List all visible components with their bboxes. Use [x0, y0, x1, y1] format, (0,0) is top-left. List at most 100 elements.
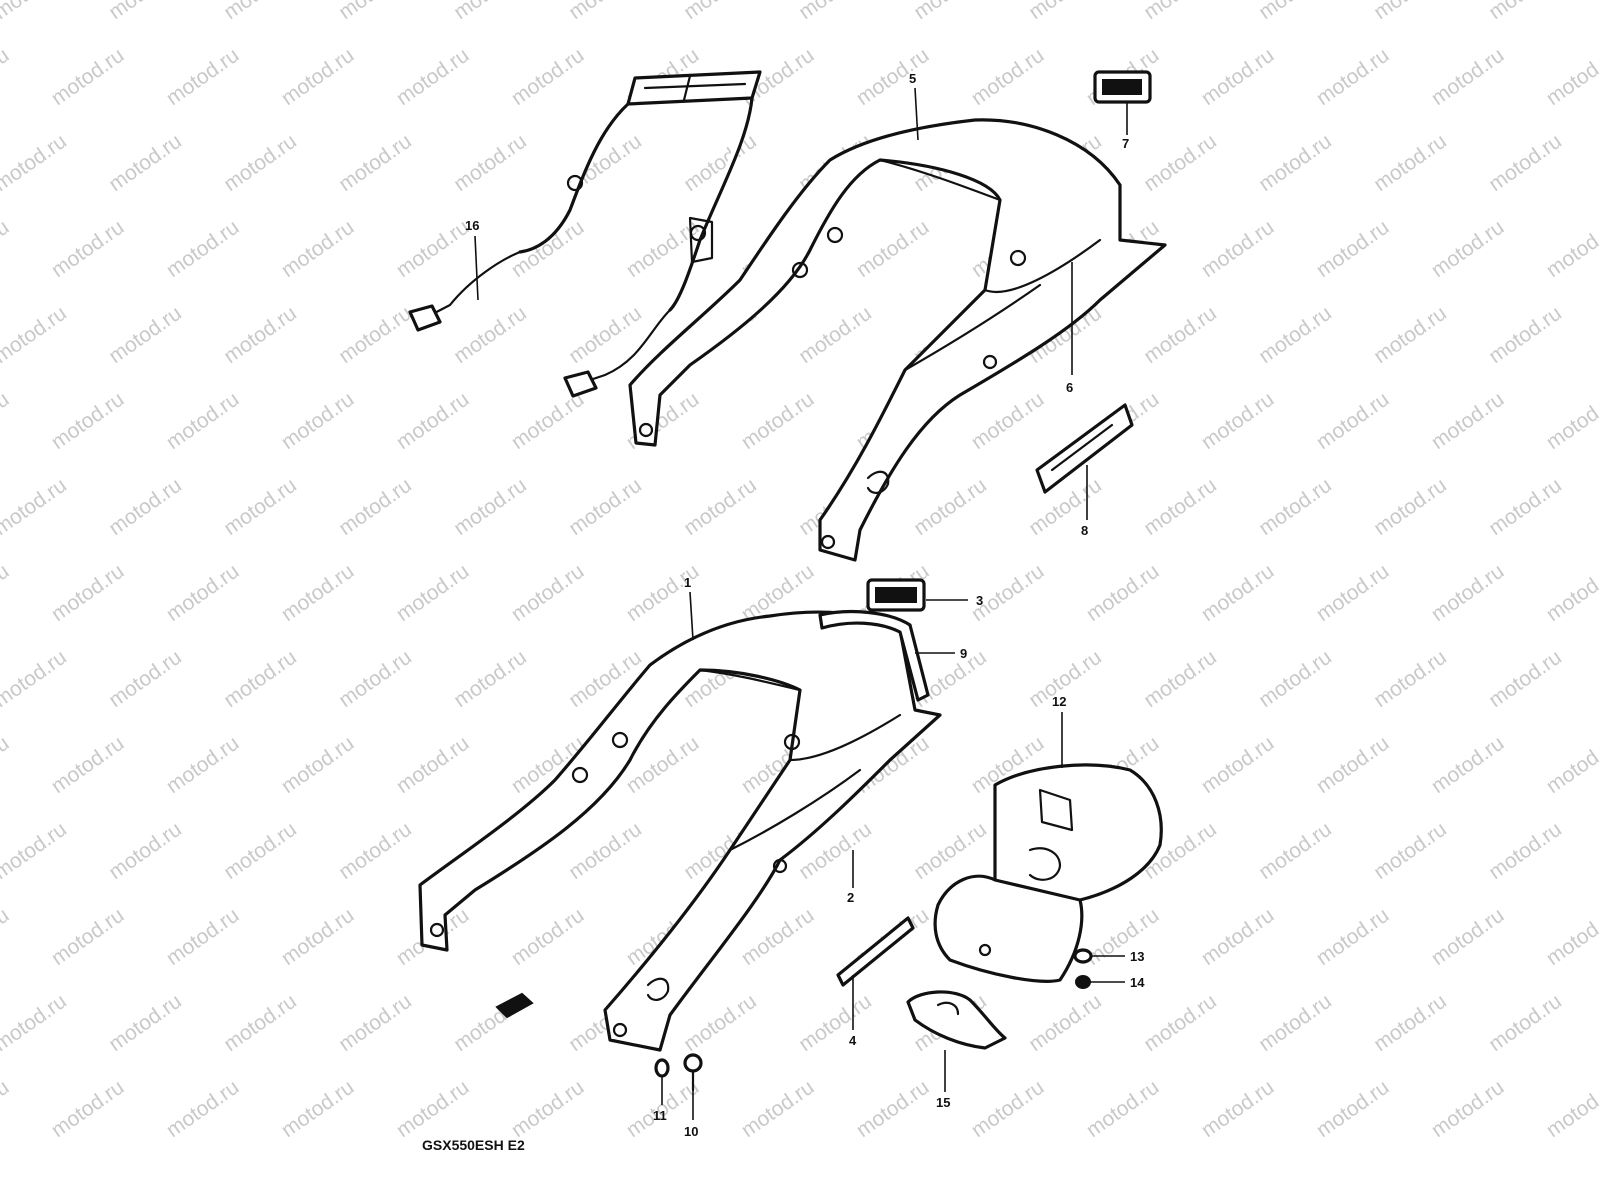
watermark-text: motod.ru: [47, 388, 128, 454]
watermark-text: motod.ru: [162, 44, 243, 110]
watermark-text: motod.ru: [1312, 44, 1393, 110]
watermark-text: motod.ru: [392, 388, 473, 454]
watermark-text: motod.ru: [277, 1076, 358, 1142]
watermark-text: motod.ru: [1197, 1076, 1278, 1142]
watermark-text: motod.ru: [162, 1076, 243, 1142]
callout-14: 14: [1130, 975, 1145, 990]
watermark-text: motod.ru: [967, 1076, 1048, 1142]
watermark-text: motod.ru: [910, 818, 991, 884]
watermark-text: motod.ru: [1370, 990, 1451, 1056]
watermark-text: motod.ru: [1542, 904, 1600, 970]
watermark-text: motod.ru: [1312, 732, 1393, 798]
watermark-text: motod.ru: [1197, 560, 1278, 626]
watermark-text: motod.ru: [1025, 474, 1106, 540]
watermark-text: motod.ru: [450, 130, 531, 196]
watermark-text: motod.ru: [0, 560, 13, 626]
part-15-cover-plate: [906, 990, 1007, 1050]
watermark-text: motod.ru: [335, 0, 416, 24]
watermark-text: motod.ru: [1025, 990, 1106, 1056]
watermark-text: motod.ru: [1542, 216, 1600, 282]
watermark-text: motod.ru: [1255, 130, 1336, 196]
watermark-text: motod.ru: [0, 44, 13, 110]
watermark-text: motod.ru: [852, 1076, 933, 1142]
part-12-lamp-housing: [933, 763, 1163, 983]
watermark-text: motod.ru: [47, 1076, 128, 1142]
watermark-text: motod.ru: [0, 216, 13, 282]
watermark-text: motod.ru: [967, 388, 1048, 454]
watermark-text: motod.ru: [1255, 646, 1336, 712]
callout-12: 12: [1052, 694, 1066, 709]
watermark-layer: motod.ru motod.ru motod.ru motod.ru motod.ru…: [0, 0, 1600, 1142]
watermark-text: motod.ru: [1427, 560, 1508, 626]
watermark-text: motod.ru: [220, 302, 301, 368]
watermark-text: motod.ru: [392, 44, 473, 110]
callout-3: 3: [976, 593, 983, 608]
part-3-emblem: [866, 578, 926, 612]
watermark-text: motod.ru: [220, 646, 301, 712]
watermark-text: motod.ru: [450, 0, 531, 24]
watermark-text: motod.ru: [105, 990, 186, 1056]
callout-4: 4: [849, 1033, 857, 1048]
watermark-text: motod.ru: [1140, 130, 1221, 196]
watermark-text: motod.ru: [105, 818, 186, 884]
watermark-text: motod.ru: [277, 732, 358, 798]
callout-15: 15: [936, 1095, 950, 1110]
callout-7: 7: [1122, 136, 1129, 151]
part-9-seal-strip: [818, 610, 930, 702]
watermark-text: motod.ru: [1197, 732, 1278, 798]
watermark-text: motod.ru: [1485, 474, 1566, 540]
watermark-text: motod.ru: [1140, 474, 1221, 540]
part-1-seat-tail-cowl: [418, 610, 942, 1052]
callout-6: 6: [1066, 380, 1073, 395]
watermark-text: motod.ru: [1370, 302, 1451, 368]
part-7-emblem: [1093, 70, 1152, 104]
part-8-side-decal: [1035, 403, 1134, 494]
watermark-text: motod.ru: [507, 560, 588, 626]
watermark-text: motod.ru: [507, 1076, 588, 1142]
callout-2: 2: [847, 890, 854, 905]
watermark-text: motod.ru: [565, 0, 646, 24]
part-11-washer: [654, 1058, 670, 1078]
callout-10: 10: [684, 1124, 698, 1139]
callout-5: 5: [909, 71, 916, 86]
watermark-text: motod.ru: [795, 302, 876, 368]
watermark-text: motod.ru: [1255, 0, 1336, 24]
watermark-text: motod.ru: [0, 1076, 13, 1142]
watermark-text: motod.ru: [1427, 904, 1508, 970]
watermark-text: motod.ru: [392, 560, 473, 626]
part-10-screw: [683, 1053, 703, 1092]
watermark-text: motod.ru: [277, 388, 358, 454]
watermark-text: motod.ru: [737, 1076, 818, 1142]
leader-lines: [474, 87, 1128, 1120]
callout-13: 13: [1130, 949, 1144, 964]
watermark-text: motod.ru: [852, 44, 933, 110]
part-13-grommet: [1073, 948, 1093, 964]
watermark-text: motod.ru: [1082, 904, 1163, 970]
watermark-text: motod.ru: [1255, 990, 1336, 1056]
watermark-text: motod.ru: [737, 904, 818, 970]
watermark-text: motod.ru: [1370, 0, 1451, 24]
watermark-text: motod.ru: [910, 0, 991, 24]
watermark-text: motod.ru: [47, 904, 128, 970]
watermark-text: motod.ru: [1082, 560, 1163, 626]
watermark-text: motod.ru: [162, 388, 243, 454]
watermark-text: motod.ru: [507, 388, 588, 454]
watermark-text: motod.ru: [392, 1076, 473, 1142]
watermark-text: motod.ru: [1025, 0, 1106, 24]
watermark-text: motod.ru: [1542, 560, 1600, 626]
watermark-text: motod.ru: [1312, 216, 1393, 282]
callout-11: 11: [653, 1108, 667, 1123]
watermark-text: motod.ru: [0, 990, 71, 1056]
watermark-text: motod.ru: [1427, 388, 1508, 454]
part-14-nut: [1075, 975, 1091, 989]
watermark-text: motod.ru: [1542, 1076, 1600, 1142]
watermark-text: motod.ru: [47, 560, 128, 626]
watermark-text: motod.ru: [105, 0, 186, 24]
watermark-text: motod.ru: [0, 732, 13, 798]
watermark-text: motod.ru: [277, 44, 358, 110]
watermark-text: motod.ru: [335, 990, 416, 1056]
callout-1: 1: [684, 575, 691, 590]
watermark-text: motod.ru: [220, 990, 301, 1056]
watermark-text: motod.ru: [105, 646, 186, 712]
